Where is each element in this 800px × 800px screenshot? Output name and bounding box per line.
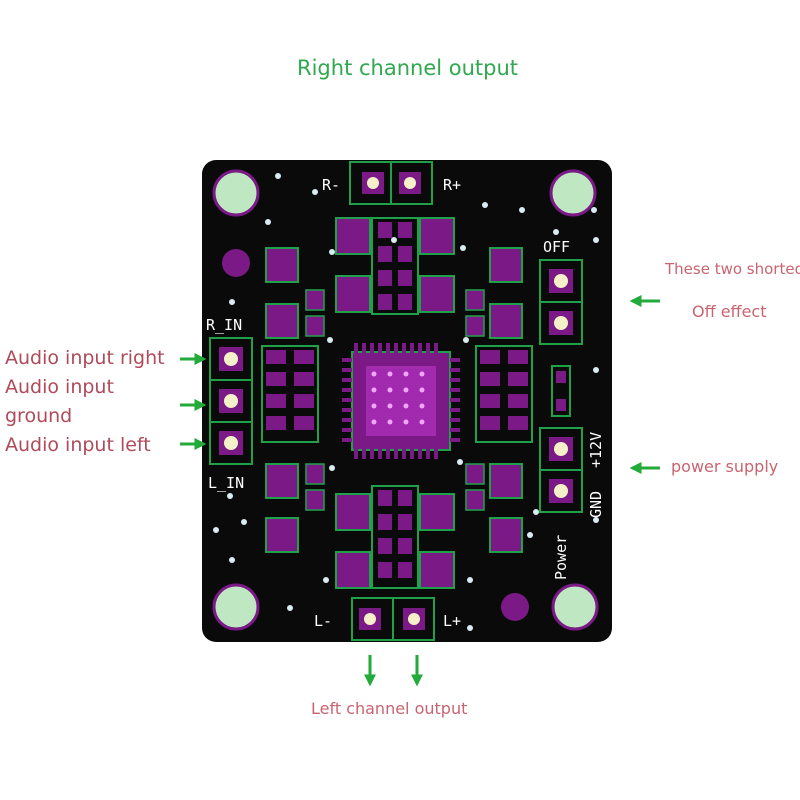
right-component-column — [465, 247, 533, 553]
left-component-column — [261, 247, 325, 553]
silk-r-minus: R- — [322, 176, 340, 194]
annotation-input-ground-1: Audio input — [5, 376, 114, 398]
silk-off: OFF — [543, 238, 570, 256]
annotation-shorted-line2: Off effect — [692, 302, 767, 321]
silk-l-in: L_IN — [208, 474, 244, 492]
annotation-input-left: Audio input left — [5, 434, 151, 456]
annotation-power-supply: power supply — [671, 457, 779, 476]
amplifier-ic — [342, 343, 460, 459]
off-jumper-header — [539, 259, 583, 345]
silk-l-plus: L+ — [443, 612, 461, 630]
silk-gnd: GND — [587, 491, 605, 518]
silk-l-minus: L- — [314, 612, 332, 630]
silk-power: Power — [552, 535, 570, 580]
vias — [213, 173, 599, 631]
silk-plus12v: +12V — [587, 432, 605, 468]
power-terminal — [539, 427, 583, 513]
diagram-title: Right channel output — [297, 56, 519, 80]
annotation-arrows — [180, 295, 660, 687]
left-output-terminal — [351, 597, 435, 641]
silk-r-in: R_IN — [206, 316, 242, 334]
smd-component — [551, 365, 571, 417]
mounting-holes — [212, 169, 599, 631]
annotation-input-right: Audio input right — [5, 347, 165, 369]
top-component-cluster — [335, 217, 455, 315]
bottom-component-cluster — [335, 485, 455, 589]
annotation-left-output: Left channel output — [311, 699, 468, 718]
audio-input-terminal — [209, 337, 253, 465]
annotation-shorted-line1: These two shorted — [665, 260, 800, 278]
annotation-input-ground-2: ground — [5, 405, 73, 427]
silk-r-plus: R+ — [443, 176, 461, 194]
right-output-terminal — [349, 161, 433, 205]
